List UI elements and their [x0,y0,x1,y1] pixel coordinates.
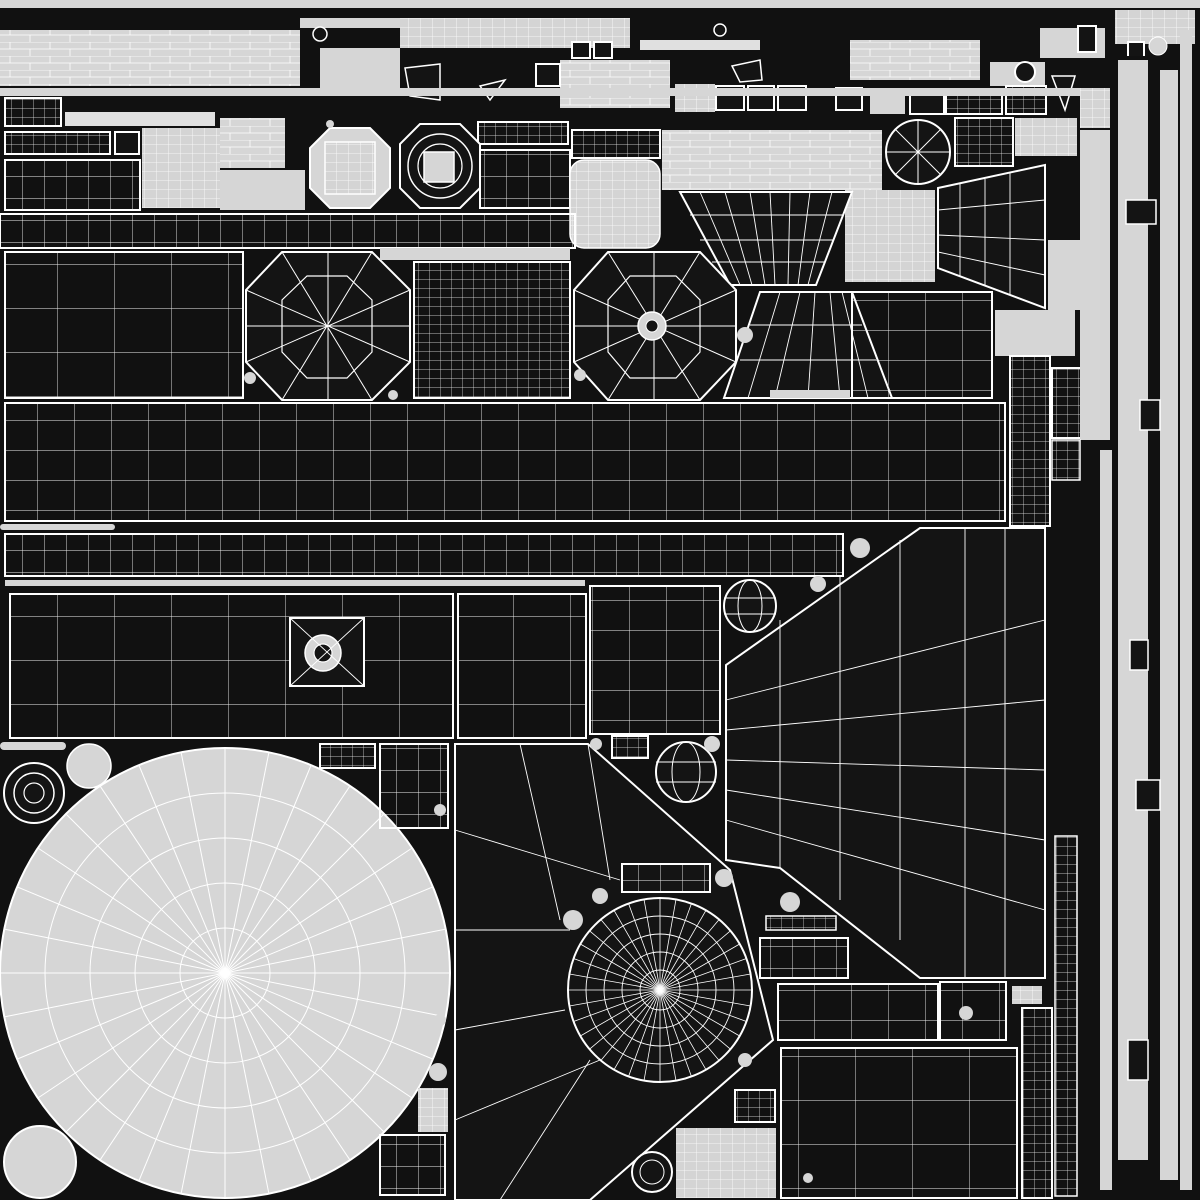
mesh-spoke [4,972,226,1018]
mesh-spoke [224,972,351,1161]
bottom-middle-islands [319,735,1053,1200]
large-perspective-island [725,527,1046,979]
mesh-disc-small [66,743,112,789]
ring-island-left [3,762,65,824]
mesh-spoke [224,972,312,1182]
sphere-island-a [723,579,777,633]
small-disc-island [3,1125,77,1199]
mesh-spoke [224,752,270,974]
mesh-spoke [600,919,661,991]
mesh-spoke [573,958,661,991]
mesh-spoke [659,989,692,1077]
octagon-fan-right [573,251,737,401]
mesh-spoke [580,943,661,991]
mesh-spoke [224,972,385,1133]
mesh-spoke [613,989,661,1070]
mesh-spoke [659,943,740,991]
mesh-spoke [224,972,270,1194]
mesh-spoke [659,989,720,1061]
mesh-spoke [659,903,692,991]
mesh-spoke [65,813,226,974]
mesh-spoke [659,973,751,991]
row-two-islands [0,88,1110,310]
mesh-spoke [224,886,434,974]
octagon-fan-left [245,251,411,401]
capsule-island [0,742,66,750]
mesh-spoke [224,972,413,1099]
mesh-spoke [569,973,661,991]
trapezoid-island-a [678,191,854,286]
mesh-spoke [659,899,677,991]
octagon-island-a [309,127,391,209]
mesh-spoke [600,989,661,1061]
mesh-spoke [613,910,661,991]
long-bands [0,402,1006,586]
mesh-spoke [138,764,226,974]
mesh-spoke [628,989,661,1077]
mesh-spoke [628,903,661,991]
top-strip-islands [0,0,1200,115]
mesh-spoke [659,989,731,1050]
mesh-spoke [224,928,446,974]
mesh-spoke [659,958,747,991]
row-four-islands [9,527,1046,979]
mesh-spoke [659,989,707,1070]
trapezoid-island-c [722,291,894,399]
mesh-spoke [37,847,226,974]
mesh-spoke [16,886,226,974]
mesh-spoke [37,972,226,1099]
trapezoid-island-b [937,163,1046,310]
mesh-spoke [180,752,226,974]
mesh-spoke [65,972,226,1133]
mesh-spoke [589,930,661,991]
mesh-spoke [224,764,312,974]
mesh-spoke [99,785,226,974]
mesh-spoke [99,972,226,1161]
mesh-spoke [589,989,661,1050]
mesh-spoke [659,989,747,1022]
mesh-spoke [659,989,677,1081]
large-disc-island [0,747,451,1199]
mesh-spoke [659,989,751,1007]
mesh-spoke [224,813,385,974]
mesh-spoke [16,972,226,1060]
mesh-spoke [580,989,661,1037]
mesh-spoke [659,989,740,1037]
mesh-spoke [659,910,707,991]
mesh-spoke [138,972,226,1182]
mesh-spoke [224,785,351,974]
mesh-spoke [4,928,226,974]
scattered-small-islands [244,120,870,1183]
radial-dome-island [567,897,753,1083]
mesh-spoke [224,972,434,1060]
mesh-spoke [659,930,731,991]
sphere-island-b [655,741,717,803]
right-column-strips [1051,30,1192,1197]
mesh-spoke [224,847,413,974]
octagon-island-b [399,123,481,209]
mesh-spoke [573,989,661,1022]
mesh-spoke [643,989,661,1081]
speaker-square-island [289,617,365,687]
mesh-spoke [643,899,661,991]
mesh-spoke [180,972,226,1194]
mesh-spoke [659,919,720,991]
mesh-spoke [569,989,661,1007]
wheel-island-top [885,119,951,185]
row-three-islands [4,240,1084,527]
mesh-spoke [224,972,446,1018]
